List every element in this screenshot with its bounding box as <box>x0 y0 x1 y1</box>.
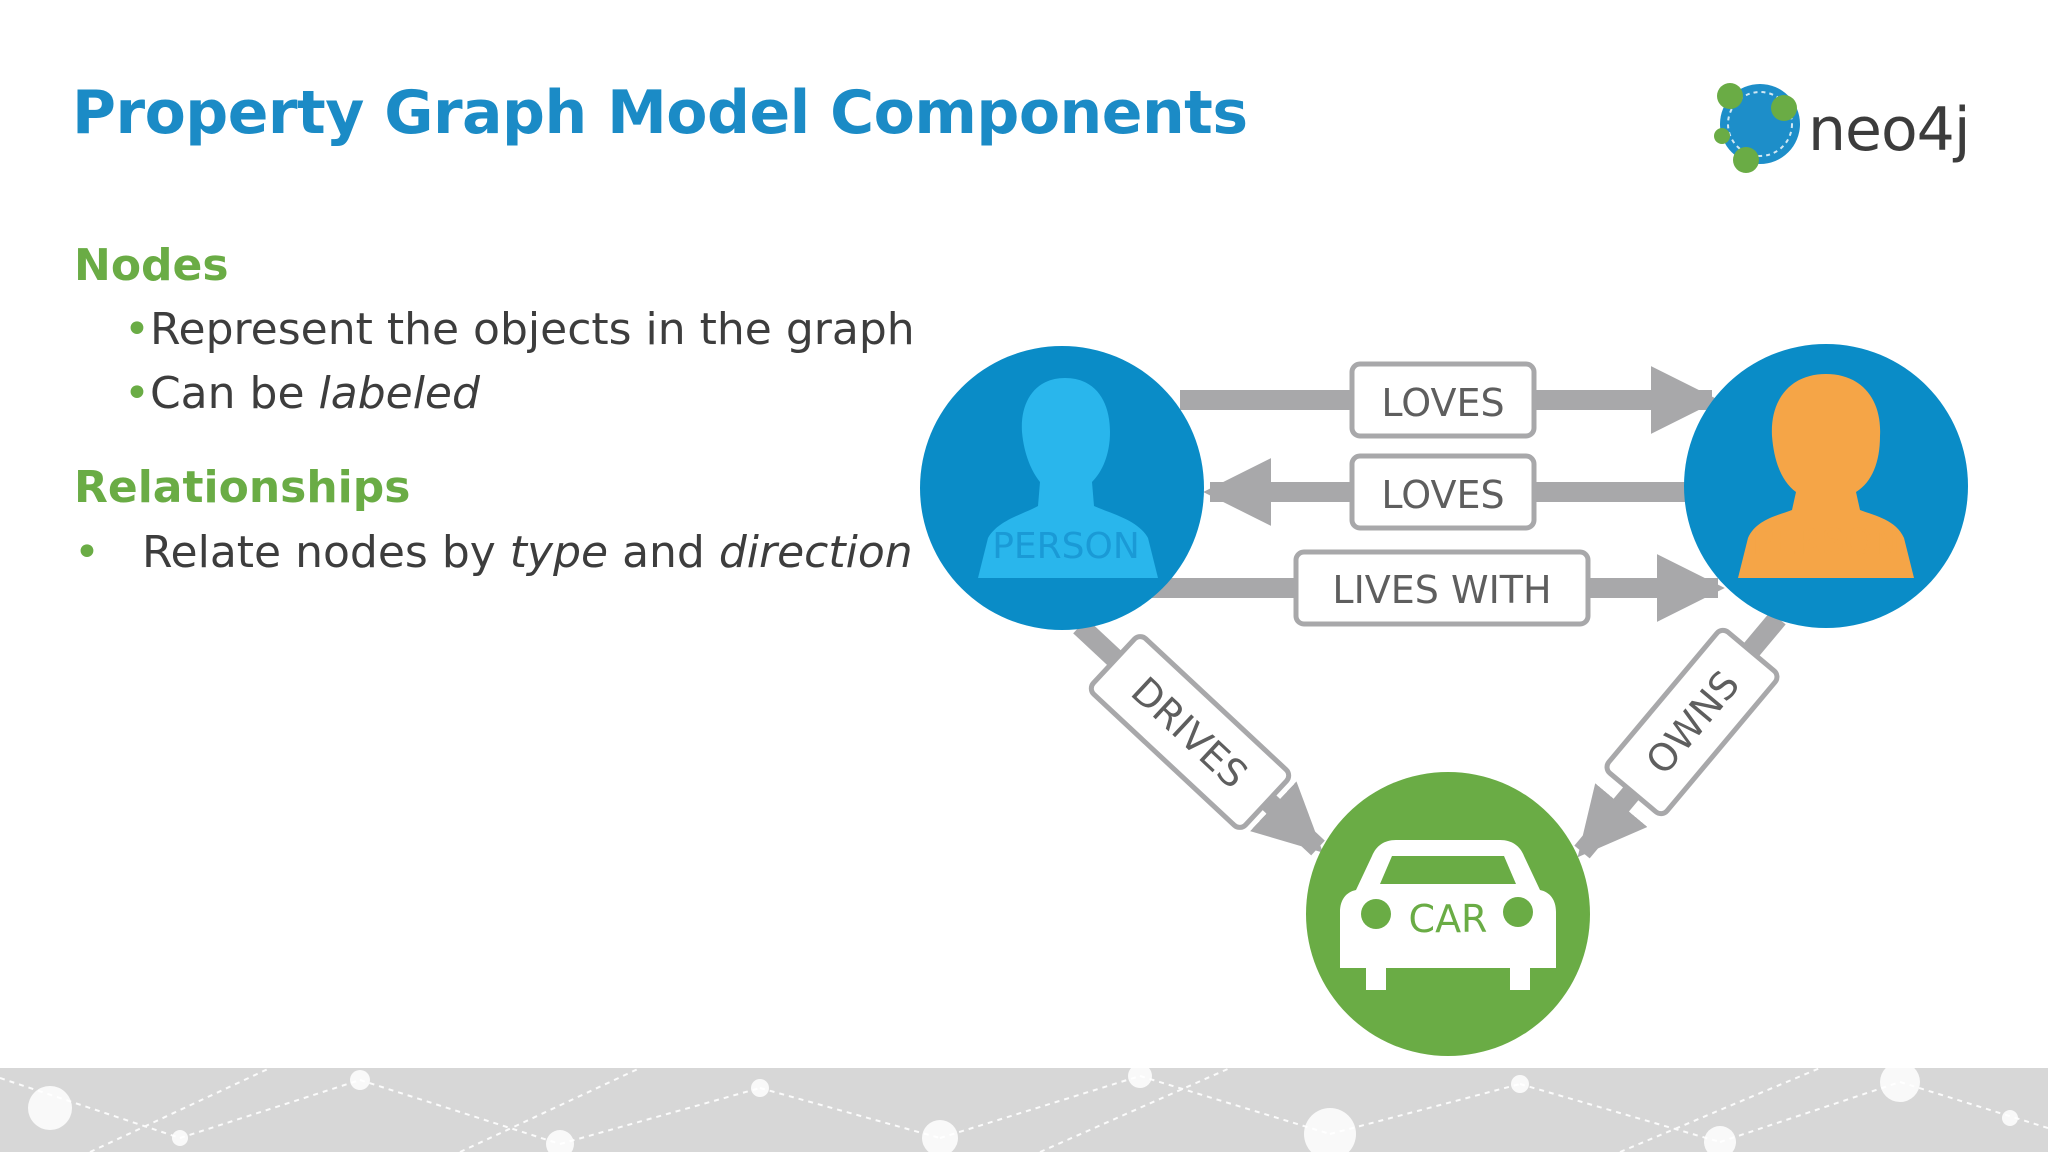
nodes-bullet-1: •Represent the objects in the graph <box>124 304 915 355</box>
bullet-marker: • <box>74 527 100 578</box>
person-icon <box>1738 374 1914 578</box>
logo-text: neo4j <box>1808 95 1970 165</box>
neo4j-logo: neo4j <box>1700 62 2000 182</box>
bullet-marker: • <box>124 304 150 355</box>
car-icon <box>1340 840 1556 990</box>
node-person-right: PERSON <box>1684 344 1968 628</box>
node-person-left: PERSON <box>920 346 1204 630</box>
bullet-marker: • <box>124 368 150 419</box>
node-label: CAR <box>1409 897 1488 941</box>
rel-label-loves-1: LOVES <box>1349 361 1537 439</box>
rel-label-drives: DRIVES <box>1088 634 1292 830</box>
network-pattern-decoration <box>0 1068 2048 1152</box>
relationships-bullet-1: •Relate nodes by type and direction <box>74 527 913 578</box>
neo4j-logo-icon <box>1714 83 1800 173</box>
node-label: PERSON <box>1752 522 1900 563</box>
nodes-heading: Nodes <box>74 240 229 291</box>
rel-label-lives-with: LIVES WITH <box>1293 549 1591 627</box>
footer-graph-pattern <box>0 1068 2048 1152</box>
page-title: Property Graph Model Components <box>72 78 1248 148</box>
rel-label-text: LIVES WITH <box>1332 568 1551 612</box>
person-icon <box>978 378 1158 578</box>
rel-label-loves-2: LOVES <box>1349 453 1537 531</box>
rel-label-text: LOVES <box>1381 473 1504 517</box>
nodes-bullet-2: •Can be labeled <box>124 368 480 419</box>
node-label: PERSON <box>992 526 1140 567</box>
relationships-heading: Relationships <box>74 462 411 513</box>
rel-label-owns: OWNS <box>1604 627 1780 817</box>
rel-label-text: LOVES <box>1381 381 1504 425</box>
node-car: CAR <box>1306 772 1590 1056</box>
